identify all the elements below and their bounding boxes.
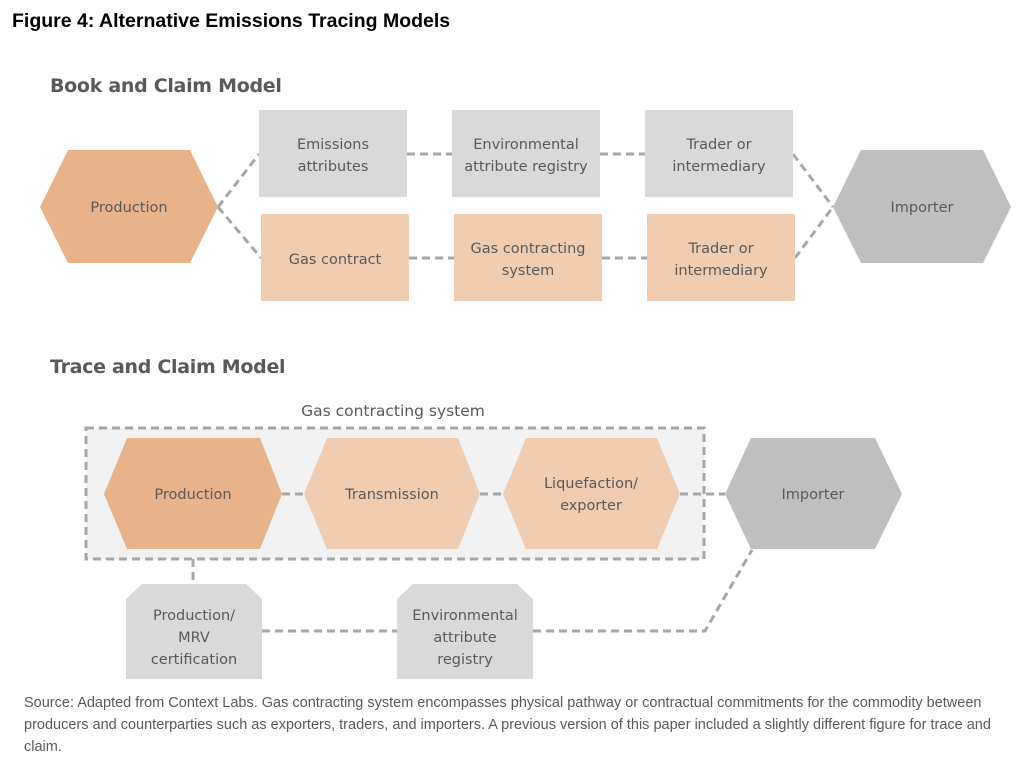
figure-title: Figure 4: Alternative Emissions Tracing … — [12, 10, 451, 32]
tc-liquefaction-node: Liquefaction/ exporter — [503, 438, 680, 549]
emissions-attributes-box: Emissions attributes — [259, 110, 407, 197]
bc-importer-label: Importer — [890, 200, 953, 216]
trader-intermediary-box: Trader or intermediary — [645, 110, 793, 197]
mrv-certification-shape — [126, 584, 262, 679]
gas-contract-box: Gas contract — [261, 214, 409, 301]
box-label-line: Emissions — [297, 137, 369, 153]
tc-liquefaction-label: exporter — [560, 498, 622, 514]
book-and-claim-title: Book and Claim Model — [50, 75, 282, 97]
trace-and-claim-title: Trace and Claim Model — [50, 356, 286, 378]
bc-importer-node: Importer — [833, 150, 1011, 263]
bc-production-node: Production — [40, 150, 218, 263]
tc-transmission-node: Transmission — [304, 438, 480, 549]
trader-intermediary-box: Trader or intermediary — [647, 214, 795, 301]
box-label-line: attribute — [433, 630, 496, 646]
mrv-certification-node: Production/ MRV certification — [126, 584, 262, 679]
book-and-claim-connectors — [216, 152, 835, 260]
box-label-line: attributes — [298, 159, 369, 175]
box-label-line: intermediary — [674, 263, 768, 279]
box-label-line: Trader or — [687, 241, 753, 257]
box-label-line: Gas contracting — [471, 241, 586, 257]
bc-attribute-row: Emissions attributes Environmental attri… — [259, 110, 793, 197]
tc-production-node: Production — [104, 438, 282, 549]
tc-liquefaction-label: Liquefaction/ — [544, 476, 638, 492]
tc-production-label: Production — [154, 487, 231, 503]
transmission-hexagon — [304, 438, 480, 549]
box-label-line: Gas contract — [289, 252, 382, 268]
connector — [533, 549, 754, 633]
bc-production-label: Production — [90, 200, 167, 216]
box-label-line: Trader or — [685, 137, 751, 153]
production-hexagon — [40, 150, 218, 263]
gas-contracting-system-box: Gas contracting system — [454, 214, 602, 301]
environmental-attribute-registry-box: Environmental attribute registry — [452, 110, 600, 197]
importer-hexagon — [725, 438, 902, 549]
box-label-line: Environmental — [412, 608, 518, 624]
connector — [216, 153, 261, 208]
gas-contracting-system-group-label: Gas contracting system — [301, 402, 485, 420]
liquefaction-hexagon — [503, 438, 680, 549]
box-label-line: MRV — [178, 630, 210, 646]
box-label-line: certification — [151, 652, 237, 668]
connector — [791, 153, 835, 208]
connector — [793, 206, 835, 259]
box-label-line: attribute registry — [464, 159, 588, 175]
environmental-attribute-registry-node: Environmental attribute registry — [397, 584, 533, 679]
registry-shape — [397, 584, 533, 679]
source-note: Source: Adapted from Context Labs. Gas c… — [24, 695, 991, 755]
production-hexagon — [104, 438, 282, 549]
trace-and-claim-connectors — [191, 492, 754, 633]
box-label-line: intermediary — [672, 159, 766, 175]
bc-contract-row: Gas contract Gas contracting system Trad… — [261, 214, 795, 301]
tc-transmission-label: Transmission — [344, 487, 439, 503]
tc-importer-label: Importer — [781, 487, 844, 503]
importer-hexagon — [833, 150, 1011, 263]
box-label-line: Production/ — [153, 608, 235, 624]
box-label-line: Environmental — [473, 137, 579, 153]
connector — [216, 206, 263, 259]
box-label-line: system — [502, 263, 554, 279]
box-label-line: registry — [437, 652, 493, 668]
tc-importer-node: Importer — [725, 438, 902, 549]
